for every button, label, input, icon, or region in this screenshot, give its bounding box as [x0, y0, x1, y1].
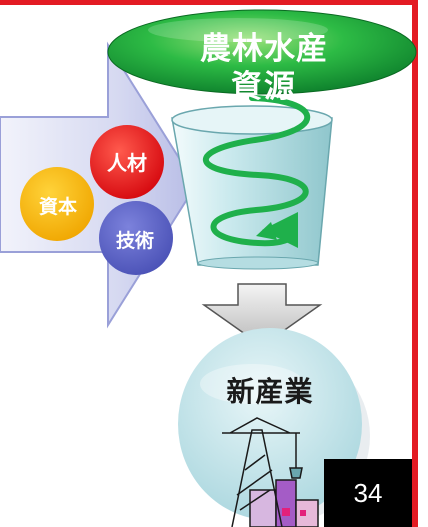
circle-label-gijutsu: 技術 — [115, 230, 154, 252]
pill-label-line1: 農林水産 — [200, 31, 328, 67]
page-number: 34 — [353, 478, 383, 508]
circle-shihon — [20, 167, 94, 241]
pill-label-line2: 資源 — [231, 69, 297, 105]
funnel-rim — [171, 105, 333, 135]
circle-label-shihon: 資本 — [38, 196, 77, 218]
circle-jinzai — [90, 125, 164, 199]
new-industry-label: 新産業 — [226, 375, 314, 408]
page-number-badge — [324, 459, 412, 527]
circle-gijutsu — [99, 201, 173, 275]
crane-illustration — [222, 417, 319, 527]
resource-pill — [108, 10, 416, 94]
spiral-arrowhead — [256, 222, 277, 240]
frame-top-border — [0, 0, 418, 5]
circle-label-jinzai: 人材 — [107, 151, 147, 175]
frame-right-border — [412, 0, 418, 527]
spiral-arrow — [203, 95, 311, 249]
down-arrow — [201, 283, 323, 347]
